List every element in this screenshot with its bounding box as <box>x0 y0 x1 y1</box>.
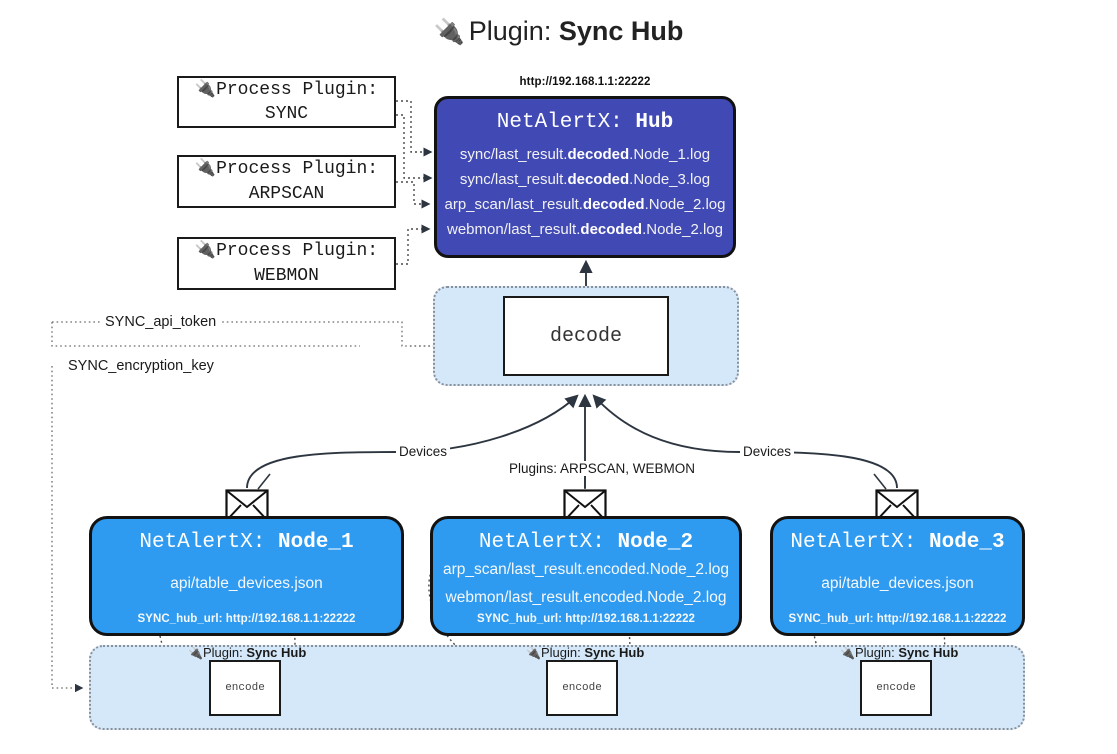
edge-sync-to-log1 <box>396 100 433 157</box>
plug-icon: 🔌 <box>194 158 217 179</box>
process-plugin-webmon-line2: WEBMON <box>254 265 319 286</box>
edge-envelope1-stem <box>257 473 271 490</box>
encode-box-1[interactable]: encode <box>209 660 281 716</box>
netalertx-node-3[interactable]: NetAlertX: Node_3 api/table_devices.json… <box>770 516 1025 636</box>
netalertx-node-2[interactable]: NetAlertX: Node_2 arp_scan/last_result.e… <box>430 516 742 636</box>
netalertx-node-1[interactable]: NetAlertX: Node_1 api/table_devices.json… <box>89 516 404 636</box>
node-1-body: api/table_devices.json <box>92 554 401 613</box>
page-title-name: Sync Hub <box>558 16 684 46</box>
node-2-resource-1: arp_scan/last_result.encoded.Node_2.log <box>442 561 730 579</box>
process-plugin-arpscan[interactable]: 🔌Process Plugin: ARPSCAN <box>177 155 396 208</box>
node-2-title: NetAlertX: Node_2 <box>478 531 694 554</box>
encode-3-plugin-label: 🔌Plugin: Sync Hub <box>840 645 959 660</box>
plug-icon: 🔌 <box>840 646 855 660</box>
encode-box-3[interactable]: encode <box>860 660 932 716</box>
hub-log-4: webmon/last_result.decoded.Node_2.log <box>447 221 723 239</box>
process-plugin-arpscan-line2: ARPSCAN <box>248 183 325 204</box>
hub-url-label: http://192.168.1.1:22222 <box>519 76 651 88</box>
hub-title: NetAlertX: Hub <box>496 111 674 134</box>
plug-icon: 🔌 <box>433 18 465 46</box>
encode-1-plugin-label: 🔌Plugin: Sync Hub <box>188 645 307 660</box>
process-plugin-webmon[interactable]: 🔌Process Plugin: WEBMON <box>177 237 396 290</box>
node-1-resource-1: api/table_devices.json <box>170 574 323 592</box>
node-2-footer: SYNC_hub_url: http://192.168.1.1:22222 <box>477 613 695 625</box>
hub-log-2: sync/last_result.decoded.Node_3.log <box>459 171 711 189</box>
process-plugin-sync[interactable]: 🔌Process Plugin: SYNC <box>177 76 396 128</box>
process-plugin-webmon-line1: 🔌Process Plugin: <box>194 240 379 262</box>
plug-icon: 🔌 <box>526 646 541 660</box>
edge-sync-to-log2 <box>396 114 433 183</box>
node-2-body: arp_scan/last_result.encoded.Node_2.log … <box>433 554 739 613</box>
node-3-title: NetAlertX: Node_3 <box>790 531 1005 554</box>
plug-icon: 🔌 <box>194 78 217 99</box>
node-3-resource-1: api/table_devices.json <box>821 574 974 592</box>
plug-icon: 🔌 <box>188 646 203 660</box>
hub-log-1: sync/last_result.decoded.Node_1.log <box>459 146 711 163</box>
edge-node2-to-encode <box>428 569 539 690</box>
label-devices-right: Devices <box>740 444 795 459</box>
node-3-body: api/table_devices.json <box>773 554 1022 613</box>
edge-envelope3-stem <box>873 473 887 490</box>
page-title-prefix: Plugin: <box>468 16 552 46</box>
node-2-resource-2: webmon/last_result.encoded.Node_2.log <box>445 588 727 606</box>
label-devices-left: Devices <box>396 444 451 459</box>
plug-icon: 🔌 <box>194 240 217 261</box>
node-3-footer: SYNC_hub_url: http://192.168.1.1:22222 <box>788 613 1007 625</box>
hub-log-3: arp_scan/last_result.decoded.Node_2.log <box>444 196 726 214</box>
hub-node[interactable]: NetAlertX: Hub sync/last_result.decoded.… <box>434 96 736 258</box>
process-plugin-arpscan-line1: 🔌Process Plugin: <box>194 158 379 180</box>
node-1-title: NetAlertX: Node_1 <box>139 531 354 554</box>
edge-webmon-to-log4 <box>396 224 431 265</box>
node-1-footer: SYNC_hub_url: http://192.168.1.1:22222 <box>137 613 356 625</box>
process-plugin-sync-line2: SYNC <box>264 104 309 124</box>
edge-encryption-key-to-encoders <box>51 366 84 693</box>
encode-2-plugin-label: 🔌Plugin: Sync Hub <box>526 645 645 660</box>
label-plugins-center: Plugins: ARPSCAN, WEBMON <box>506 461 699 476</box>
edge-api-token-top <box>52 321 470 347</box>
edge-arpscan-to-log3 <box>396 181 431 209</box>
encode-box-2[interactable]: encode <box>546 660 618 716</box>
label-sync-encryption-key: SYNC_encryption_key <box>64 358 218 374</box>
page-title: 🔌Plugin: Sync Hub <box>0 16 1117 47</box>
decode-box[interactable]: decode <box>503 296 669 376</box>
label-sync-api-token: SYNC_api_token <box>101 314 221 330</box>
process-plugin-sync-line1: 🔌Process Plugin: <box>194 78 379 100</box>
edge-api-token-left <box>51 322 360 347</box>
